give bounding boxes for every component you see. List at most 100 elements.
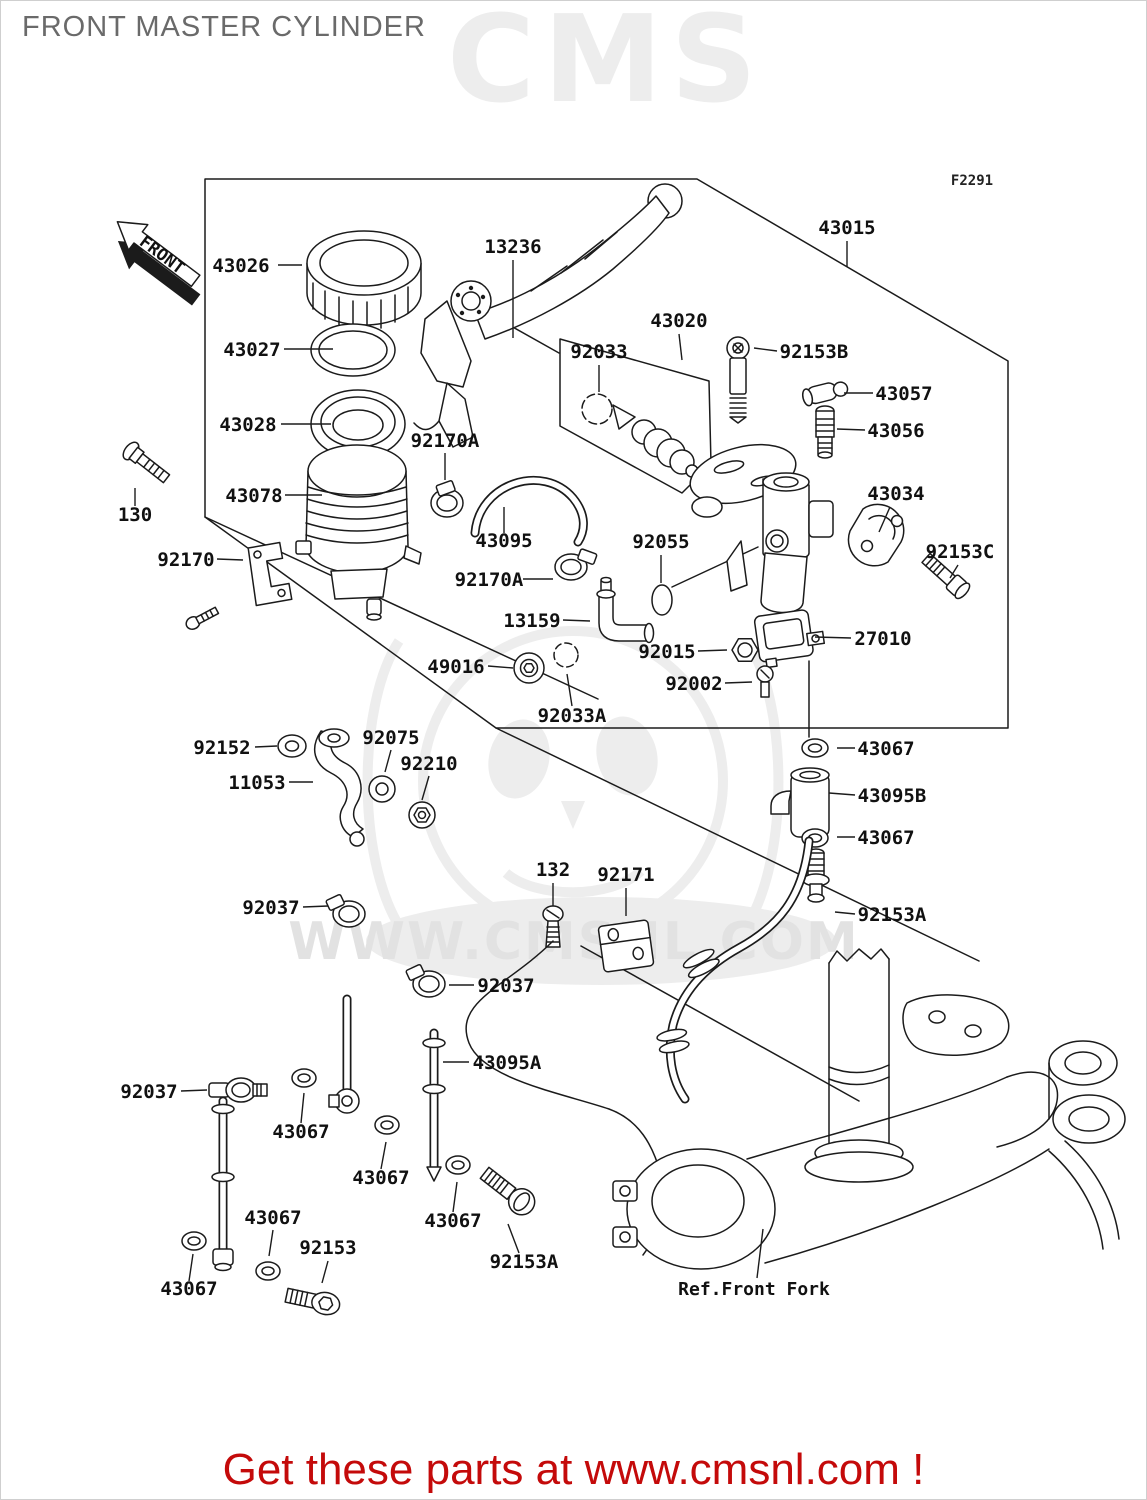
leader-line: [724, 681, 753, 684]
footer-banner-text: Get these parts at www.cmsnl.com !: [222, 1445, 925, 1494]
reference-note: Ref.Front Fork: [678, 1279, 830, 1300]
flange-nut-glyph: [408, 801, 436, 829]
watermark-url-text: WWW.CMSNL.COM: [288, 912, 859, 972]
leader-line: [188, 1253, 194, 1282]
brake-lever-glyph: [413, 183, 683, 448]
fiche-code: F2291: [951, 173, 993, 189]
reservoir-hose-glyph: [470, 476, 588, 547]
cap-gasket-glyph: [310, 323, 396, 377]
part-number-label-43078: 43078: [225, 485, 282, 507]
leader-line: [836, 428, 866, 431]
part-number-label-43026: 43026: [212, 255, 269, 277]
brake-hose-glyph: [211, 1096, 235, 1272]
leader-line: [216, 558, 244, 561]
leader-line: [949, 564, 959, 579]
part-number-label-43095: 43095: [475, 530, 532, 552]
part-number-label-92002: 92002: [665, 673, 722, 695]
brake-hose-glyph: [465, 836, 814, 1256]
switch-screw-glyph: [756, 665, 774, 698]
part-number-label-43020: 43020: [650, 310, 707, 332]
page-title: FRONT MASTER CYLINDER: [22, 11, 426, 43]
part-number-label-43067: 43067: [352, 1167, 409, 1189]
part-number-label-11053: 11053: [228, 772, 285, 794]
part-number-label-92153A: 92153A: [490, 1251, 559, 1273]
sealing-washer-glyph: [181, 1231, 207, 1251]
part-number-label-43095A: 43095A: [473, 1052, 542, 1074]
leader-line: [302, 905, 329, 908]
part-number-label-49016: 49016: [427, 656, 484, 678]
part-number-label-92037: 92037: [477, 975, 534, 997]
leader-line: [254, 745, 278, 748]
leader-line: [678, 333, 683, 361]
stay-bolt-glyph: [122, 441, 171, 484]
hose-clamp-glyph: [554, 548, 598, 581]
part-number-label-92015: 92015: [638, 641, 695, 663]
leader-line: [487, 665, 514, 669]
part-number-label-92033A: 92033A: [538, 705, 607, 727]
part-number-label-43067: 43067: [424, 1210, 481, 1232]
part-number-label-13236: 13236: [484, 236, 541, 258]
part-labels-layer: 43026 13236 43015 43027 43028 92170A 92033 4302…: [118, 217, 994, 1300]
part-number-label-92153: 92153: [299, 1237, 356, 1259]
leader-line: [421, 775, 430, 801]
reservoir-cap-glyph: [306, 230, 422, 331]
part-number-label-43034: 43034: [867, 483, 924, 505]
hose-clamp-glyph: [405, 963, 446, 998]
watermark-logo-text: CMS: [447, 1, 765, 130]
damper-grommet-glyph: [368, 775, 396, 803]
part-number-label-92153A: 92153A: [858, 904, 927, 926]
leader-line: [507, 1223, 520, 1254]
part-number-label-92055: 92055: [632, 531, 689, 553]
front-fork-reference-glyph: [612, 948, 1126, 1279]
part-number-label-43067: 43067: [857, 738, 914, 760]
part-number-label-43067: 43067: [272, 1121, 329, 1143]
sealing-washer-glyph: [291, 1068, 317, 1088]
piston-kit-glyph: [581, 393, 708, 489]
clamp-screw-glyph: [542, 905, 564, 948]
part-number-label-43095B: 43095B: [858, 785, 927, 807]
cup-washer-glyph: [513, 652, 545, 684]
banjo-bolt-glyph: [479, 1166, 536, 1216]
leader-line: [566, 673, 573, 707]
part-number-label-43067: 43067: [160, 1278, 217, 1300]
part-number-label-92037: 92037: [120, 1081, 177, 1103]
adjuster-screw-glyph: [815, 405, 835, 459]
leader-line: [753, 347, 778, 352]
lever-guard-bracket-glyph: [313, 728, 365, 847]
sealing-washer-glyph: [374, 1115, 400, 1135]
sealing-washer-glyph: [801, 738, 829, 758]
leader-line: [814, 636, 852, 639]
pivot-nut-glyph: [731, 637, 759, 663]
part-number-label-92037: 92037: [242, 897, 299, 919]
leader-line: [268, 1229, 274, 1257]
leader-line: [380, 1141, 387, 1170]
part-number-label-130: 130: [118, 504, 152, 526]
part-number-label-43067: 43067: [857, 827, 914, 849]
leader-line: [321, 1260, 329, 1284]
clamp-bolt-glyph: [921, 552, 971, 600]
brake-switch-glyph: [753, 609, 826, 669]
hose-bracket-glyph: [597, 919, 655, 973]
part-number-label-92170A: 92170A: [455, 569, 524, 591]
part-number-label-13159: 13159: [503, 610, 560, 632]
plain-washer-glyph: [277, 734, 307, 758]
hose-clamp-glyph: [208, 1077, 268, 1103]
handlebar-clamp-glyph: [847, 503, 905, 567]
part-number-label-43027: 43027: [223, 339, 280, 361]
leader-line: [452, 1181, 458, 1213]
reservoir-stay-glyph: [247, 541, 293, 607]
leader-line: [300, 1092, 305, 1124]
part-number-label-27010: 27010: [854, 628, 911, 650]
elbow-joint-glyph: [596, 576, 655, 644]
part-number-label-43028: 43028: [219, 414, 276, 436]
hose-clamp-glyph: [430, 480, 464, 518]
part-number-label-92033: 92033: [570, 341, 627, 363]
sealing-washer-glyph: [255, 1261, 281, 1281]
lever-joint-glyph: [801, 381, 849, 407]
part-number-label-43015: 43015: [818, 217, 875, 239]
part-number-label-43056: 43056: [867, 420, 924, 442]
sealing-washer-glyph: [445, 1155, 471, 1175]
brake-hose-glyph: [422, 1028, 446, 1182]
stay-screw-glyph: [185, 606, 220, 630]
